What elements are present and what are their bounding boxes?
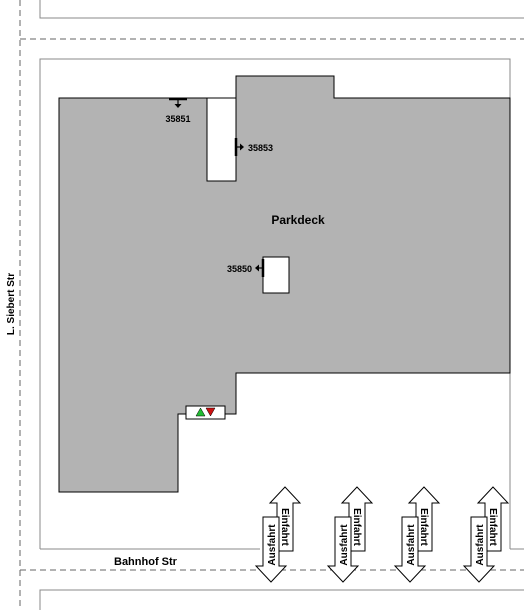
exit-label: Ausfahrt — [475, 524, 486, 566]
door-35853[interactable]: 35853 — [234, 138, 273, 156]
exit-arrow-down-icon — [393, 516, 427, 583]
exit-arrow-down-icon — [326, 516, 360, 583]
door-label: 35850 — [227, 264, 252, 274]
street-label-bottom: Bahnhof Str — [114, 556, 178, 568]
stairwell-cutout — [206, 97, 237, 182]
door-35851[interactable]: 35851 — [165, 97, 191, 124]
entrance-marker-box — [185, 405, 226, 420]
exit-label: Ausfahrt — [267, 524, 278, 566]
entrance-marker[interactable] — [185, 405, 226, 420]
entry-label: Einfahrt — [418, 508, 429, 546]
door-label: 35851 — [165, 114, 190, 124]
building-label: Parkdeck — [271, 213, 325, 227]
elevator-cutout — [262, 256, 290, 294]
lower-lot-outline — [39, 589, 524, 610]
entry-label: Einfahrt — [351, 508, 362, 546]
exit-arrow-down-icon — [462, 516, 496, 583]
exit-label: Ausfahrt — [339, 524, 350, 566]
exit-label: Ausfahrt — [406, 524, 417, 566]
street-label-left: L. Siebert Str — [6, 273, 17, 335]
arrow-down-icon — [205, 407, 216, 417]
arrow-up-icon — [195, 407, 206, 417]
exit-arrow-down-icon — [254, 516, 288, 583]
door-35850[interactable]: 35850 — [227, 259, 265, 277]
entry-label: Einfahrt — [279, 508, 290, 546]
entry-label: Einfahrt — [487, 508, 498, 546]
door-label: 35853 — [248, 143, 273, 153]
arrow-down-icon — [174, 104, 182, 108]
upper-lot-outline — [39, 0, 524, 19]
arrow-left-icon — [255, 264, 259, 272]
arrow-right-icon — [240, 143, 244, 151]
